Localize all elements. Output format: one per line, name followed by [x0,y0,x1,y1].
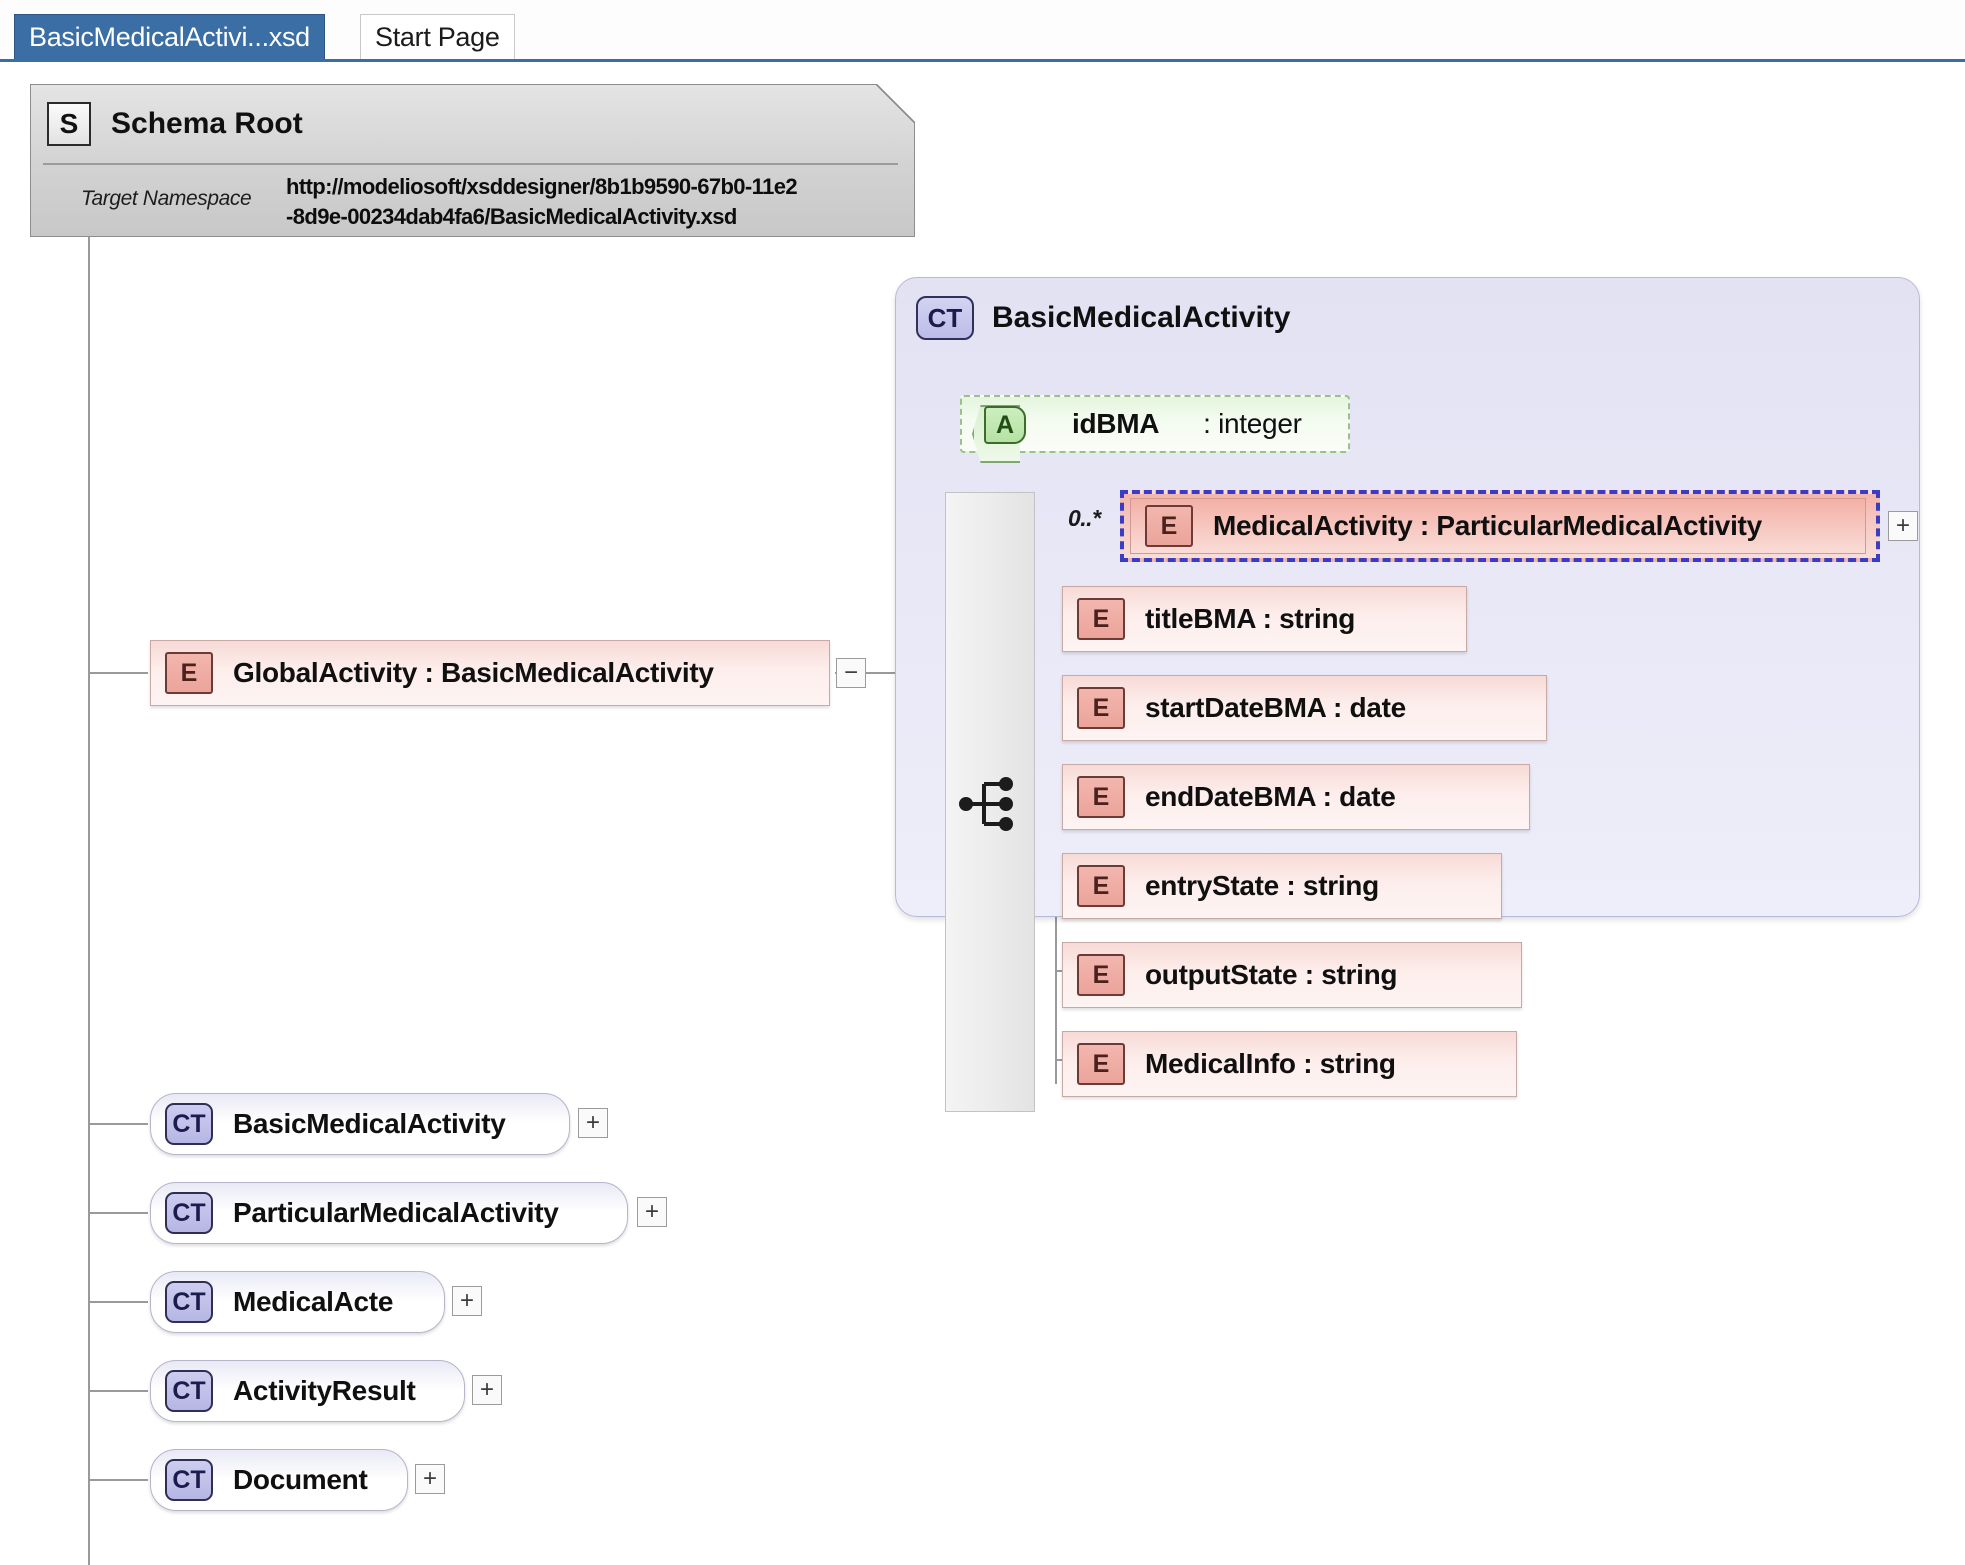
tab-label: Start Page [375,21,500,52]
element-entrystate[interactable]: E entryState : string [1062,853,1502,919]
element-enddatebma[interactable]: E endDateBMA : date [1062,764,1530,830]
schema-badge-icon: S [47,102,91,146]
element-badge-icon: E [1077,687,1125,729]
element-badge-icon: E [165,652,213,694]
attribute-badge-icon: A [984,406,1026,444]
element-badge-icon: E [1077,776,1125,818]
connector-to-global-element [88,672,148,674]
element-label: entryState : string [1145,870,1379,901]
element-badge-icon: E [1077,954,1125,996]
element-titlebma[interactable]: E titleBMA : string [1062,586,1467,652]
plus-icon: + [1895,512,1910,539]
attribute-name-label: idBMA [1072,408,1160,439]
plus-icon: + [644,1198,659,1225]
tab-label: BasicMedicalActivi...xsd [29,21,310,52]
connector-global-to-panel [835,672,925,674]
collapse-globalactivity-button[interactable]: − [836,658,866,688]
plus-icon: + [422,1465,437,1492]
complextype-label: MedicalActe [233,1286,394,1317]
selection-outline-medicalactivity[interactable]: E MedicalActivity : ParticularMedicalAct… [1120,490,1880,562]
element-label: startDateBMA : date [1145,692,1406,723]
complextype-panel-header: CT BasicMedicalActivity [916,296,1290,340]
connector-to-ct-basicmedicalactivity [88,1123,148,1125]
schema-root-node[interactable]: S Schema Root Target Namespace http://mo… [30,84,915,237]
expand-basicmedicalactivity-button[interactable]: + [578,1108,608,1138]
global-element-globalactivity[interactable]: E GlobalActivity : BasicMedicalActivity [150,640,830,706]
tab-basicmedicalactivity-xsd[interactable]: BasicMedicalActivi...xsd [14,14,325,59]
divider [43,163,898,165]
target-namespace-line-1: http://modeliosoft/xsddesigner/8b1b9590-… [286,174,798,199]
element-badge-icon: E [1077,598,1125,640]
complextype-badge-icon: CT [165,1192,213,1234]
diagram-canvas[interactable]: S Schema Root Target Namespace http://mo… [0,62,1965,1565]
element-badge-icon: E [1077,865,1125,907]
plus-icon: + [585,1109,600,1136]
expand-medicalactivity-button[interactable]: + [1888,511,1918,541]
sequence-compositor-icon [959,777,1013,831]
expand-activityresult-button[interactable]: + [472,1375,502,1405]
expand-document-button[interactable]: + [415,1464,445,1494]
element-label: MedicalActivity : ParticularMedicalActiv… [1213,510,1762,541]
target-namespace-line-2: -8d9e-00234dab4fa6/BasicMedicalActivity.… [286,204,737,229]
connector-to-ct-medicalacte [88,1301,148,1303]
complextype-badge-icon: CT [916,296,974,340]
complextype-panel-title: BasicMedicalActivity [992,301,1291,334]
plus-icon: + [479,1376,494,1403]
element-label: endDateBMA : date [1145,781,1396,812]
complextype-label: Document [233,1464,368,1495]
complextype-badge-icon: CT [165,1281,213,1323]
element-label: outputState : string [1145,959,1398,990]
global-element-label: GlobalActivity : BasicMedicalActivity [233,657,714,688]
element-medicalactivity[interactable]: E MedicalActivity : ParticularMedicalAct… [1130,498,1866,554]
connector-to-ct-document [88,1479,148,1481]
complextype-badge-icon: CT [165,1370,213,1412]
tab-start-page[interactable]: Start Page [360,14,515,59]
connector-to-ct-activityresult [88,1390,148,1392]
schema-root-header: S Schema Root [31,85,914,163]
tab-bar: BasicMedicalActivi...xsd Start Page [0,0,1965,62]
element-startdatebma[interactable]: E startDateBMA : date [1062,675,1547,741]
complextype-label: ParticularMedicalActivity [233,1197,559,1228]
expand-particularmedicalactivity-button[interactable]: + [637,1197,667,1227]
element-outputstate[interactable]: E outputState : string [1062,942,1522,1008]
complextype-badge-icon: CT [165,1103,213,1145]
expand-medicalacte-button[interactable]: + [452,1286,482,1316]
schema-root-title: Schema Root [111,107,303,140]
complextype-medicalacte[interactable]: CT MedicalActe [150,1271,445,1333]
complextype-label: ActivityResult [233,1375,416,1406]
complextype-basicmedicalactivity[interactable]: CT BasicMedicalActivity [150,1093,570,1155]
element-badge-icon: E [1077,1043,1125,1085]
plus-icon: + [459,1287,474,1314]
complextype-badge-icon: CT [165,1459,213,1501]
target-namespace-value: http://modeliosoft/xsddesigner/8b1b9590-… [286,167,798,232]
complextype-document[interactable]: CT Document [150,1449,408,1511]
target-namespace-label: Target Namespace [81,187,252,210]
complextype-activityresult[interactable]: CT ActivityResult [150,1360,465,1422]
element-label: titleBMA : string [1145,603,1356,634]
element-label: MedicalInfo : string [1145,1048,1396,1079]
element-badge-icon: E [1145,505,1193,547]
attribute-idbma[interactable]: A idBMA : integer [960,395,1350,463]
minus-icon: − [843,659,858,686]
cardinality-medicalactivity: 0..* [1068,505,1101,531]
complextype-label: BasicMedicalActivity [233,1108,506,1139]
folded-corner-edge-icon [875,84,915,124]
element-medicalinfo[interactable]: E MedicalInfo : string [1062,1031,1517,1097]
complextype-particularmedicalactivity[interactable]: CT ParticularMedicalActivity [150,1182,628,1244]
attribute-type-label: : integer [1203,408,1302,439]
connector-spine-vertical [88,215,90,1565]
schema-root-properties: Target Namespace http://modeliosoft/xsdd… [31,167,914,237]
connector-to-ct-particularmedicalactivity [88,1212,148,1214]
